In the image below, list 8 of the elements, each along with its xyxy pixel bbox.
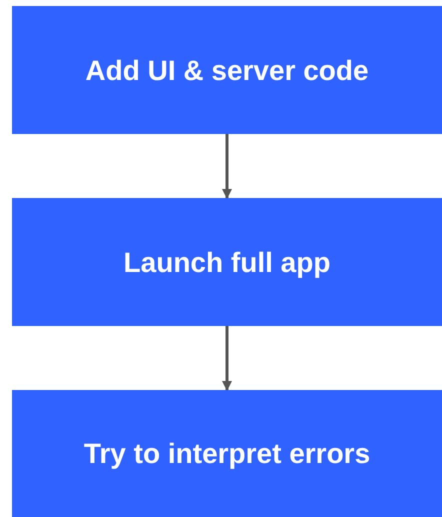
process-box — [12, 6, 442, 134]
box-label: Launch full app — [124, 246, 330, 280]
arrow — [222, 326, 232, 391]
process-box — [12, 198, 442, 326]
arrow — [222, 134, 232, 199]
box-label: Try to interpret errors — [84, 437, 370, 471]
box-label: Add UI & server code — [85, 54, 369, 88]
process-box — [12, 390, 442, 517]
